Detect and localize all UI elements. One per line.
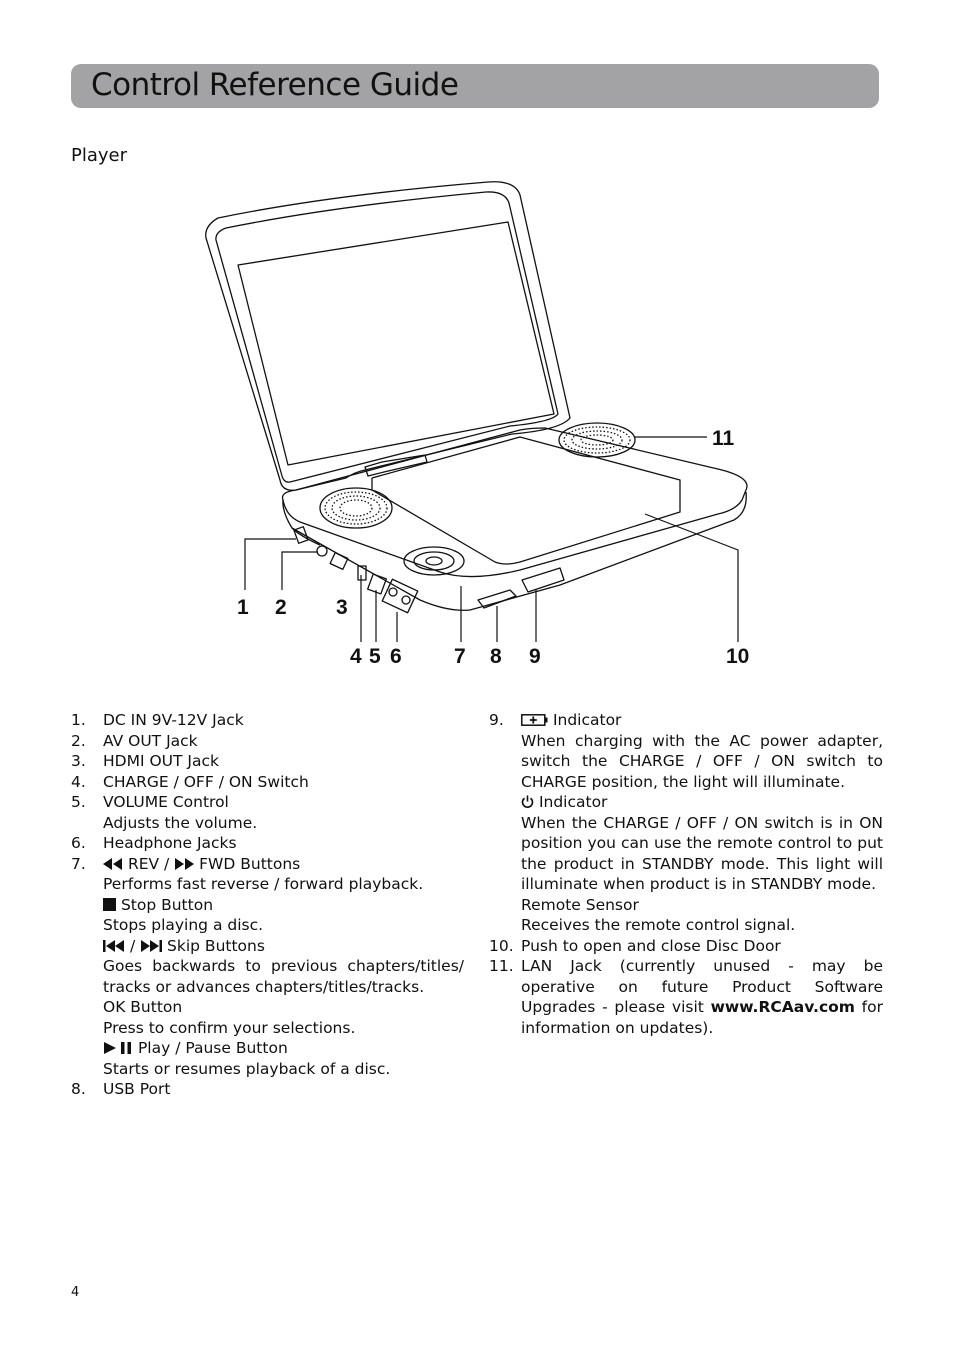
switch <box>357 565 367 581</box>
list-item: 6. Headphone Jacks <box>71 834 237 852</box>
lid-outer <box>205 181 571 491</box>
list-item: 7. REV / FWD Buttons Performs fast rever… <box>71 854 464 1078</box>
power-icon <box>521 795 534 808</box>
lid-inner <box>215 191 559 483</box>
headphone-jack-2 <box>401 595 411 605</box>
callout-9: 9 <box>529 645 541 668</box>
disc-door <box>371 436 681 565</box>
callout-10: 10 <box>726 645 749 668</box>
callout-7: 7 <box>454 645 466 668</box>
headphone-jack-1 <box>388 587 398 597</box>
control-list-right: 9. Indicator When charging with the AC p… <box>489 710 883 1038</box>
indicator-window <box>521 567 565 593</box>
callout-2: 2 <box>275 596 287 619</box>
title-bar: Control Reference Guide <box>71 64 879 108</box>
play-pause-icon <box>104 1042 131 1054</box>
callout-1: 1 <box>237 596 249 619</box>
callout-8: 8 <box>490 645 502 668</box>
right-speaker <box>558 422 636 458</box>
list-item: 9. Indicator When charging with the AC p… <box>489 711 883 934</box>
list-item: 1. DC IN 9V-12V Jack <box>71 711 244 729</box>
list-item: 4. CHARGE / OFF / ON Switch <box>71 772 309 791</box>
callout-6: 6 <box>390 645 402 668</box>
callout-3: 3 <box>336 596 348 619</box>
hinge <box>364 454 428 477</box>
section-title: Player <box>71 145 128 166</box>
list-item: 10. Push to open and close Disc Door <box>489 936 781 955</box>
stop-icon <box>103 897 116 911</box>
list-item: 11. LAN Jack (currently unused - may be … <box>489 957 883 1037</box>
rewind-icon <box>103 857 122 870</box>
list-item: 2. AV OUT Jack <box>71 731 198 750</box>
base-side <box>282 491 747 611</box>
player-diagram: 1 2 3 4 5 6 7 8 9 10 11 <box>205 181 749 668</box>
control-pad <box>403 546 465 576</box>
rca-website-link[interactable]: www.RCAav.com <box>710 998 855 1016</box>
volume <box>367 573 387 595</box>
screen <box>237 221 555 466</box>
usb-port <box>477 589 517 609</box>
skip-back-icon <box>103 939 124 952</box>
callout-11: 11 <box>712 427 735 450</box>
callout-4: 4 <box>350 645 362 668</box>
dc-jack <box>293 526 309 544</box>
left-speaker <box>319 487 393 529</box>
base-top <box>281 427 748 578</box>
battery-charge-icon <box>521 714 548 726</box>
list-item: 8. USB Port <box>71 1080 171 1098</box>
callout-5: 5 <box>369 645 381 668</box>
av-jack <box>316 545 328 557</box>
page-title: Control Reference Guide <box>91 67 459 103</box>
list-item: 5. VOLUME Control Adjusts the volume. <box>71 793 258 832</box>
page-number: 4 <box>71 1285 80 1300</box>
hdmi-jack <box>329 551 349 571</box>
fast-forward-icon <box>175 857 195 870</box>
control-list-left: 1. DC IN 9V-12V Jack 2. AV OUT Jack 3. H… <box>71 710 464 1100</box>
list-item: 3. HDMI OUT Jack <box>71 752 219 770</box>
skip-forward-icon <box>141 939 163 952</box>
